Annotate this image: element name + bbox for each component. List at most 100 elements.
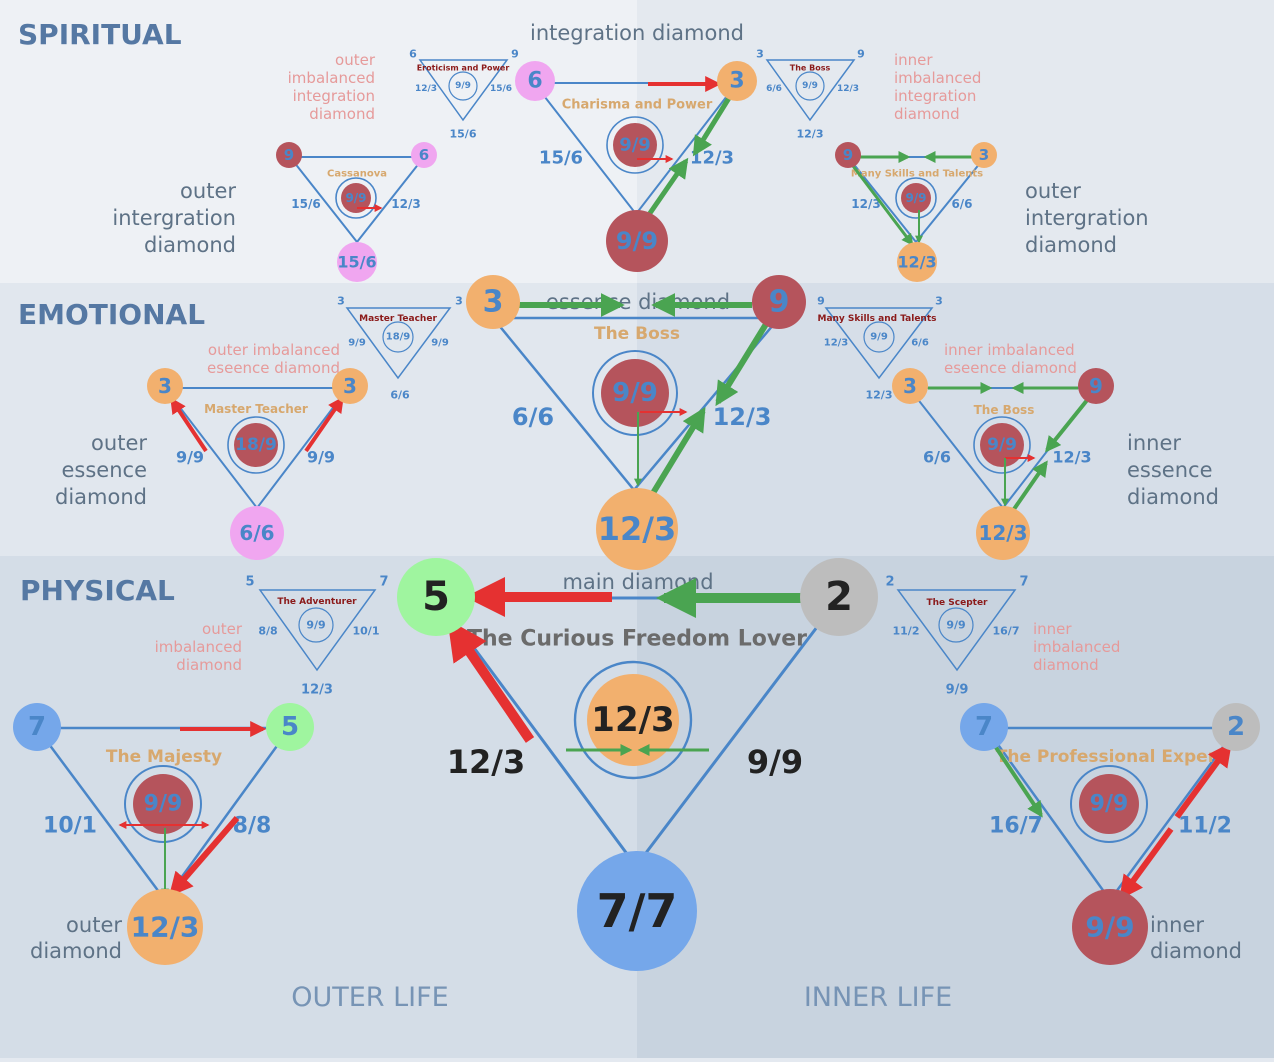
center-number: 18/9 [235, 435, 277, 455]
right-corner-number: 9 [857, 48, 865, 61]
label-outer-imbalanced: outer imbalanced diamond [155, 620, 243, 674]
left-corner-number: 6 [409, 48, 417, 61]
left-side-number: 9/9 [176, 448, 204, 467]
label-inner-diamond: inner diamond [1150, 913, 1242, 963]
right-node-number: 5 [281, 712, 299, 742]
label-line: outer [1025, 179, 1081, 203]
bottom-node-number: 12/3 [598, 510, 676, 548]
bottom-node-number: 9/9 [616, 227, 658, 255]
right-node-number: 3 [343, 374, 357, 398]
diamond-title: The Majesty [106, 747, 222, 767]
right-node [266, 703, 314, 751]
diamond-triangle [162, 387, 351, 510]
bottom-node-number: 7/7 [597, 884, 678, 938]
red-arrow [447, 619, 535, 743]
bottom-node [596, 488, 678, 570]
left-side-number: 15/6 [539, 148, 583, 169]
center-ring [573, 660, 693, 780]
green-arrow [1010, 460, 1048, 514]
left-node-number: 6 [527, 69, 542, 94]
center-number: 9/9 [1090, 792, 1129, 817]
red-arrow [1119, 827, 1174, 900]
red-arrow [168, 816, 240, 897]
center-circle [613, 123, 657, 167]
center-number: 9/9 [144, 792, 183, 817]
center-number: 12/3 [591, 700, 674, 740]
label-line: intergration [112, 206, 236, 230]
right-side-number: 9/9 [307, 448, 335, 467]
label-inner-imbalanced-essence: inner imbalanced eseence diamond [944, 341, 1077, 377]
bottom-node-number: 12/3 [978, 521, 1027, 545]
center-number: 9/9 [345, 191, 366, 205]
center-ring [863, 321, 895, 353]
green-arrow [645, 157, 689, 218]
label-line: outer [180, 179, 236, 203]
center-number: 9/9 [905, 191, 926, 205]
diamond-title: The Boss [974, 403, 1035, 417]
label-line: inner [894, 51, 933, 69]
section-spiritual: SPIRITUAL [18, 18, 182, 51]
label-line: diamond [1127, 485, 1219, 509]
center-ring [335, 177, 377, 219]
label-outer-essence: outer essence diamond [55, 431, 147, 509]
label-line: diamond [1025, 233, 1117, 257]
left-node [515, 61, 555, 101]
bottom-corner-number: 12/3 [301, 683, 333, 698]
center-circle [901, 183, 931, 213]
label-line: diamond [309, 105, 375, 123]
diamond-title: Many Skills and Talents [851, 169, 983, 180]
label-line: inner [1127, 431, 1181, 455]
bottom-node [230, 506, 284, 560]
label-line: diamond [894, 105, 960, 123]
right-side-number: 9/9 [747, 743, 803, 781]
left-node-number: 5 [422, 574, 450, 620]
center-ring [298, 607, 334, 643]
green-arrow [851, 165, 914, 246]
left-node-number: 7 [975, 712, 993, 742]
left-side-number: 15/6 [291, 197, 320, 211]
center-circle [133, 774, 193, 834]
label-line: eseence diamond [944, 359, 1077, 377]
diamond-triangle [845, 156, 988, 244]
diamond-title: The Adventurer [277, 597, 357, 607]
left-side-number: 12/3 [824, 338, 849, 349]
section-emotional: EMOTIONAL [18, 298, 205, 331]
right-side-number: 12/3 [1052, 448, 1091, 467]
center-number: 9/9 [802, 81, 818, 91]
diamond-title: Many Skills and Talents [817, 314, 936, 324]
diamond-triangle [765, 59, 856, 122]
label-line: eseence diamond [207, 359, 340, 377]
bottom-node-number: 12/3 [897, 253, 936, 272]
bottom-corner-number: 15/6 [450, 128, 477, 141]
left-side-number: 8/8 [258, 625, 277, 638]
right-side-number: 12/3 [713, 403, 772, 431]
left-node-number: 9 [284, 146, 294, 164]
bottom-corner-number: 12/3 [866, 389, 893, 402]
label-line: imbalanced [1033, 638, 1120, 656]
left-corner-number: 5 [245, 575, 254, 590]
diamond-title: Charisma and Power [562, 98, 713, 113]
label-line: inner [1033, 620, 1072, 638]
right-node [800, 558, 878, 636]
label-line: imbalanced [894, 69, 981, 87]
center-ring [606, 116, 664, 174]
main-diamond-label: main diamond [562, 570, 713, 594]
label-line: outer imbalanced [208, 341, 340, 359]
diamond-triangle [258, 589, 377, 672]
right-side-number: 6/6 [911, 338, 929, 349]
right-node-number: 2 [1227, 712, 1245, 742]
right-corner-number: 3 [455, 295, 463, 308]
label-line: diamond [144, 233, 236, 257]
bottom-node [976, 506, 1030, 560]
center-ring [448, 71, 478, 101]
left-node [835, 142, 861, 168]
label-line: integration [894, 87, 976, 105]
